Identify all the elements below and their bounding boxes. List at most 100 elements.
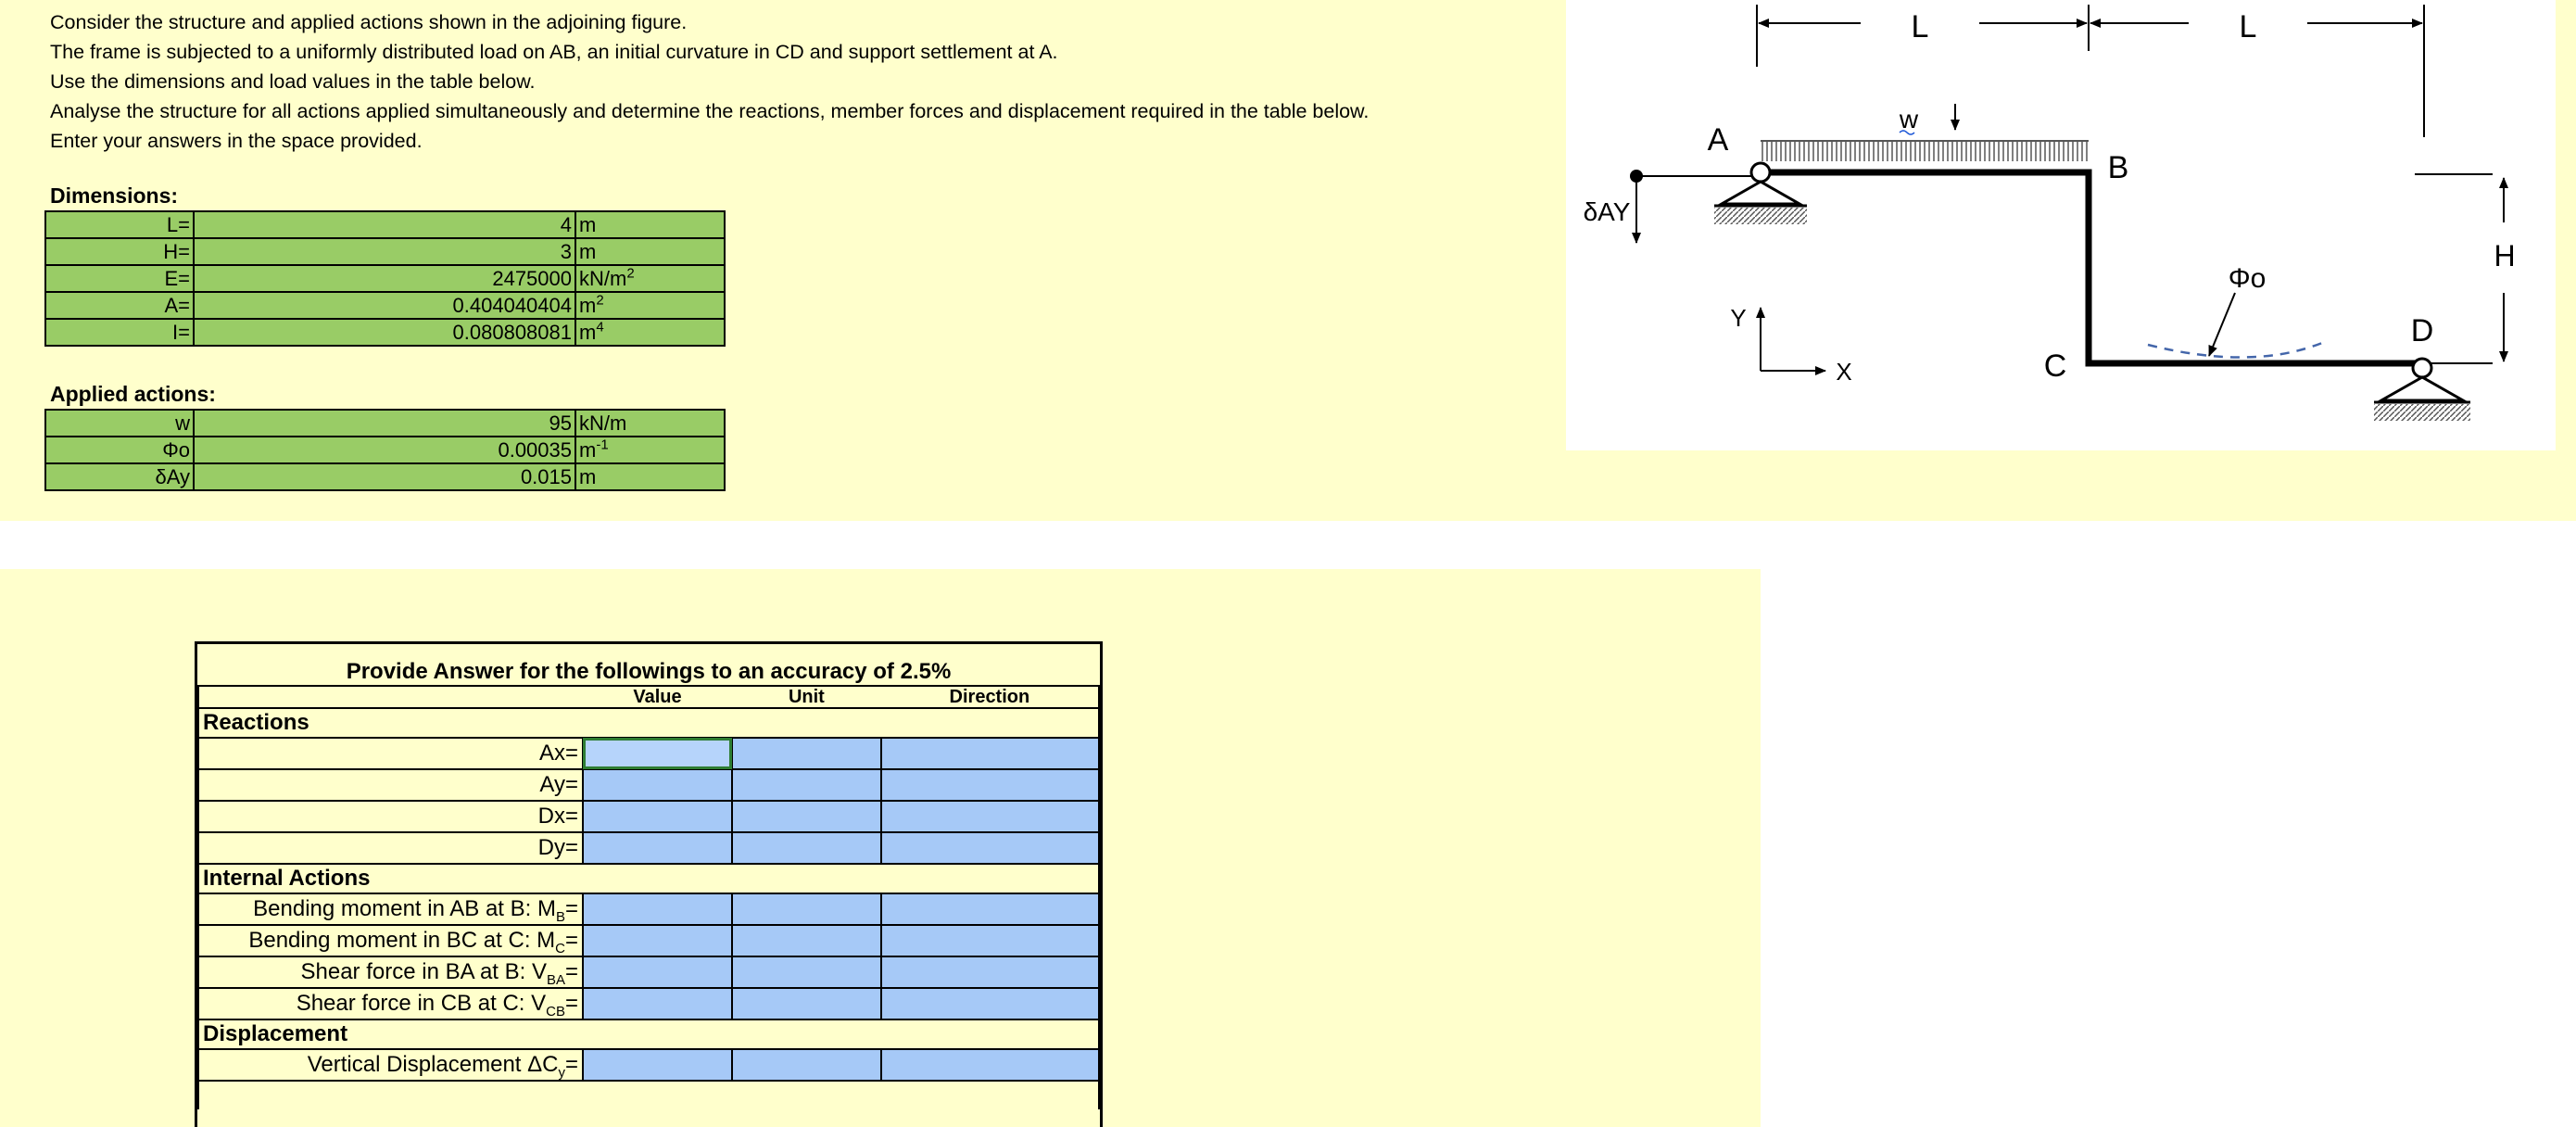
- dim-label-L1: L: [1912, 9, 1929, 44]
- param-value[interactable]: 0.00035: [193, 436, 576, 464]
- answer-direction-input[interactable]: [879, 1048, 1101, 1082]
- answer-value-input[interactable]: [582, 800, 734, 833]
- pin-support-D: [2374, 357, 2470, 421]
- answer-title: Provide Answer for the followings to an …: [198, 644, 1099, 687]
- column-header-direction: Direction: [880, 685, 1101, 709]
- answer-direction-input[interactable]: [879, 737, 1101, 770]
- answer-unit-input[interactable]: [731, 800, 882, 833]
- answer-direction-input[interactable]: [879, 987, 1101, 1020]
- actions-table: w 95 kN/m Φo 0.00035 m-1 δAy 0.015 m: [44, 409, 726, 491]
- answer-direction-input[interactable]: [879, 800, 1101, 833]
- param-label: A=: [44, 291, 195, 320]
- param-value[interactable]: 0.404040404: [193, 291, 576, 320]
- table-row: Ax=: [196, 737, 1101, 770]
- question-label: Ax=: [196, 737, 585, 770]
- table-row: A= 0.404040404 m2: [44, 291, 726, 320]
- node-label-A: A: [1708, 122, 1729, 158]
- question-label: Dy=: [196, 831, 585, 865]
- answer-unit-input[interactable]: [731, 768, 882, 802]
- problem-statement: Consider the structure and applied actio…: [50, 7, 1369, 156]
- frame-diagram: L L H w A: [1584, 5, 2516, 421]
- answer-unit-input[interactable]: [731, 987, 882, 1020]
- answer-value-input[interactable]: [582, 987, 734, 1020]
- answer-direction-input[interactable]: [879, 956, 1101, 989]
- answer-value-input[interactable]: [582, 1048, 734, 1082]
- answer-direction-input[interactable]: [879, 768, 1101, 802]
- dimensions-title: Dimensions:: [50, 184, 179, 208]
- table-row: E= 2475000 kN/m2: [44, 264, 726, 293]
- param-value[interactable]: 95: [193, 409, 576, 437]
- param-label: L=: [44, 210, 195, 239]
- param-label: H=: [44, 237, 195, 266]
- node-label-D: D: [2411, 313, 2434, 348]
- answer-title-row: Provide Answer for the followings to an …: [198, 644, 1099, 687]
- question-label: Shear force in CB at C: VCB=: [196, 987, 585, 1020]
- answer-unit-input[interactable]: [731, 1048, 882, 1082]
- section-row: Internal Actions: [197, 863, 1100, 894]
- section-row: Reactions: [197, 707, 1100, 739]
- intro-line: Use the dimensions and load values in th…: [50, 70, 536, 93]
- section-title-internal-actions: Internal Actions: [197, 863, 1100, 894]
- answer-value-input[interactable]: [582, 893, 734, 926]
- param-label: I=: [44, 318, 195, 347]
- actions-title: Applied actions:: [50, 382, 216, 406]
- section-row: Displacement: [197, 1019, 1100, 1050]
- table-row: [197, 1080, 1100, 1109]
- param-value[interactable]: 4: [193, 210, 576, 239]
- answer-unit-input[interactable]: [731, 893, 882, 926]
- answer-value-input[interactable]: [582, 737, 734, 770]
- param-label: E=: [44, 264, 195, 293]
- answer-value-input[interactable]: [582, 831, 734, 865]
- settlement-label: δAY: [1584, 197, 1631, 226]
- param-value[interactable]: 0.015: [193, 462, 576, 491]
- answer-value-input[interactable]: [582, 924, 734, 957]
- param-unit: kN/m2: [575, 264, 726, 293]
- settlement-indicator: [1630, 170, 1751, 244]
- dimension-lines: [1756, 5, 2508, 364]
- answer-unit-input[interactable]: [731, 737, 882, 770]
- param-value[interactable]: 2475000: [193, 264, 576, 293]
- answer-direction-input[interactable]: [879, 924, 1101, 957]
- distributed-load: [1761, 140, 2089, 161]
- param-unit: m2: [575, 291, 726, 320]
- table-row: I= 0.080808081 m4: [44, 318, 726, 347]
- table-row: δAy 0.015 m: [44, 462, 726, 491]
- question-label: Ay=: [196, 768, 585, 802]
- answer-unit-input[interactable]: [731, 956, 882, 989]
- intro-line: Enter your answers in the space provided…: [50, 130, 423, 152]
- question-label: Dx=: [196, 800, 585, 833]
- axis-label-x: X: [1836, 358, 1851, 386]
- answer-direction-input[interactable]: [879, 893, 1101, 926]
- param-label: w: [44, 409, 195, 437]
- answer-value-input[interactable]: [582, 956, 734, 989]
- coordinate-axes: [1756, 307, 1826, 375]
- param-unit: m-1: [575, 436, 726, 464]
- param-label: δAy: [44, 462, 195, 491]
- dimensions-table: L= 4 m H= 3 m E= 2475000 kN/m2 A= 0.4040…: [44, 210, 726, 347]
- column-header-unit: Unit: [732, 685, 881, 709]
- dim-label-L2: L: [2240, 9, 2257, 44]
- curvature-label: Φo: [2229, 263, 2267, 294]
- table-row: Shear force in CB at C: VCB=: [196, 987, 1101, 1020]
- table-row: Dx=: [196, 800, 1101, 833]
- param-unit: m4: [575, 318, 726, 347]
- param-unit: m: [575, 210, 726, 239]
- question-label: Bending moment in AB at B: MB=: [196, 893, 585, 926]
- answer-unit-input[interactable]: [731, 831, 882, 865]
- intro-line: The frame is subjected to a uniformly di…: [50, 41, 1058, 63]
- frame-members: [1761, 169, 2422, 367]
- question-label: Vertical Displacement ΔCy=: [196, 1048, 585, 1082]
- param-value[interactable]: 0.080808081: [193, 318, 576, 347]
- section-title-displacement: Displacement: [197, 1019, 1100, 1050]
- param-unit: m: [575, 462, 726, 491]
- answer-table-frame: Provide Answer for the followings to an …: [195, 641, 1103, 1127]
- answer-unit-input[interactable]: [731, 924, 882, 957]
- structure-figure: L L H w A: [1566, 0, 2556, 450]
- param-value[interactable]: 3: [193, 237, 576, 266]
- answer-direction-input[interactable]: [879, 831, 1101, 865]
- answer-value-input[interactable]: [582, 768, 734, 802]
- dim-label-H: H: [2494, 239, 2515, 272]
- table-row: Bending moment in BC at C: MC=: [196, 924, 1101, 957]
- table-row: Shear force in BA at B: VBA=: [196, 956, 1101, 989]
- answer-table: Provide Answer for the followings to an …: [196, 644, 1101, 1109]
